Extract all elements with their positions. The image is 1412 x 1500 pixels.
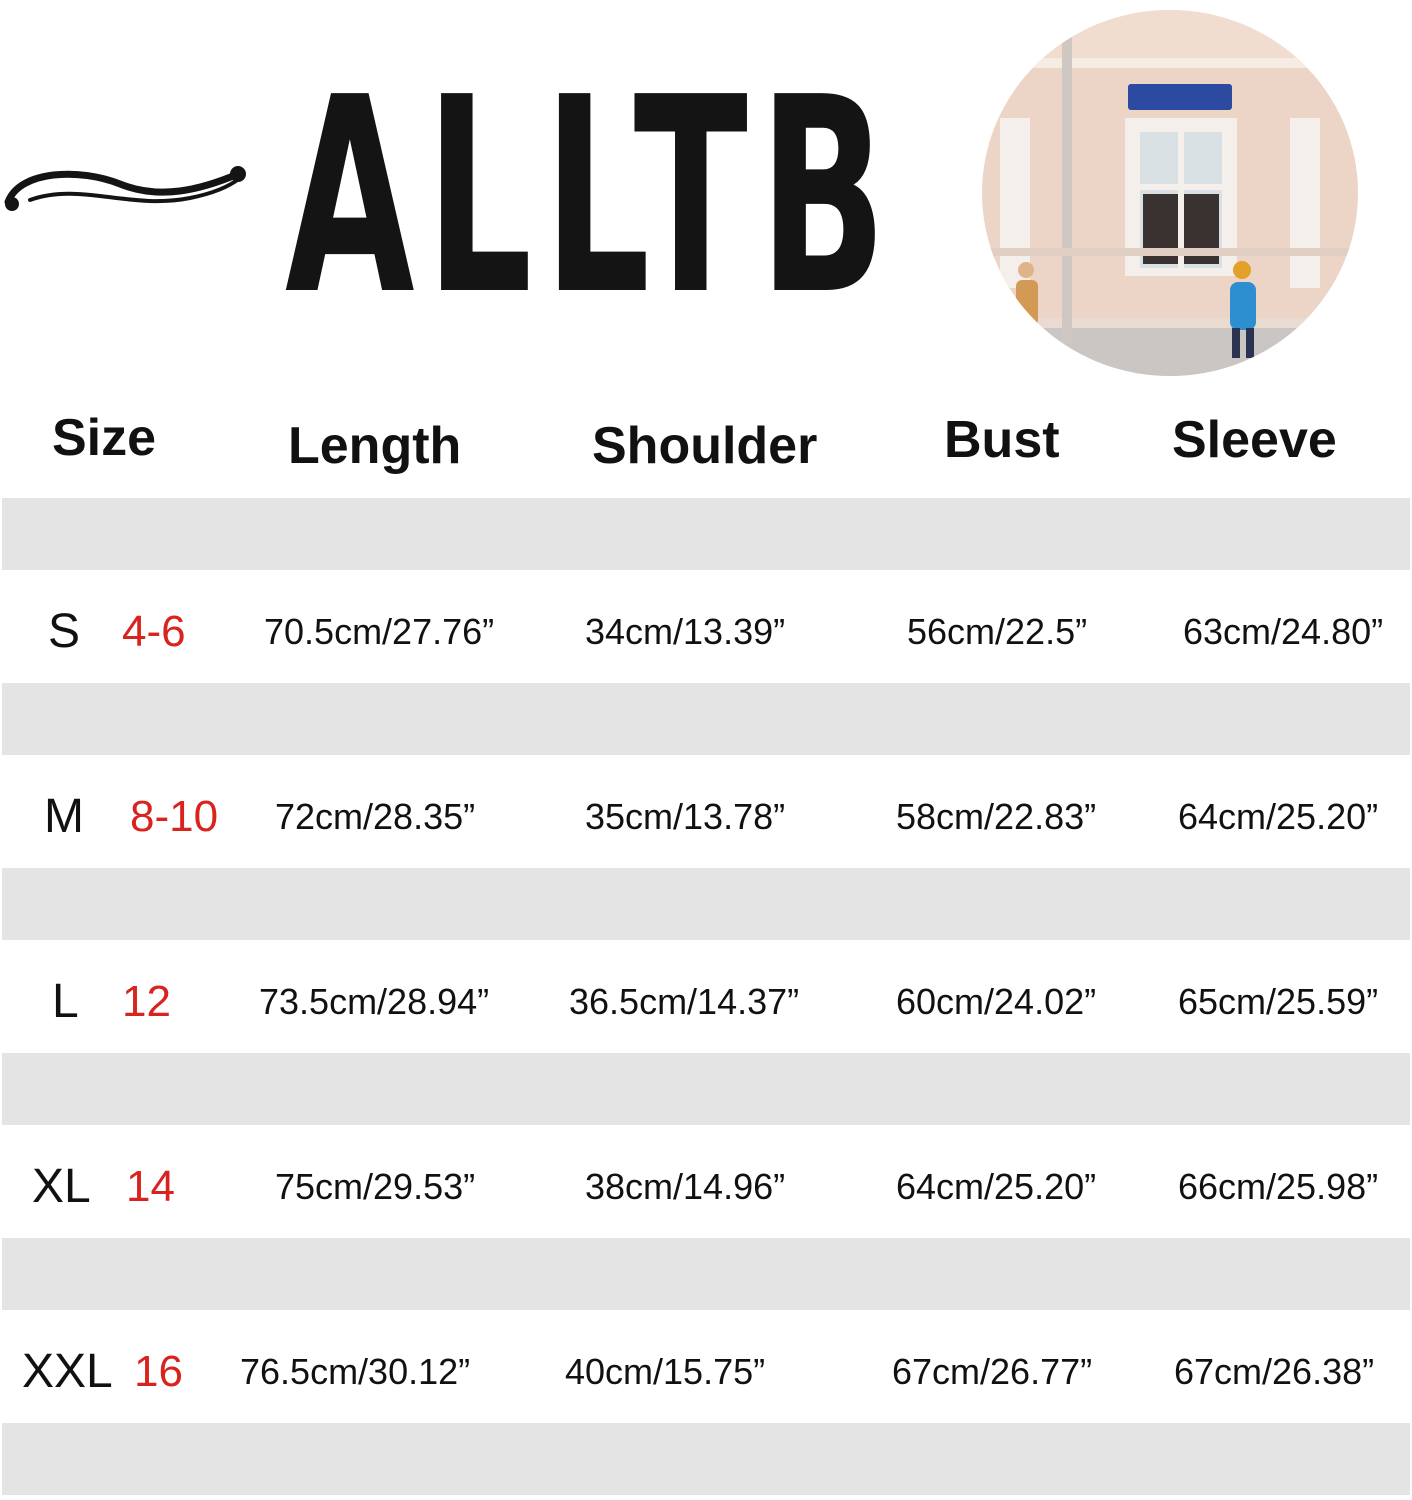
bust-value: 64cm/25.20” xyxy=(896,1166,1097,1207)
header-size: Size xyxy=(52,409,157,467)
sleeve-value: 67cm/26.38” xyxy=(1174,1351,1375,1392)
shoulder-value: 40cm/15.75” xyxy=(565,1351,766,1392)
length-value: 75cm/29.53” xyxy=(275,1166,476,1207)
sleeve-value: 64cm/25.20” xyxy=(1178,796,1379,837)
table-row: XXL 16 76.5cm/30.12” 40cm/15.75” 67cm/26… xyxy=(0,1317,1412,1427)
header-length: Length xyxy=(288,417,462,475)
sleeve-value: 63cm/24.80” xyxy=(1183,611,1384,652)
sleeve-value: 66cm/25.98” xyxy=(1178,1166,1379,1207)
size-code: M xyxy=(44,790,84,843)
table-stripe xyxy=(2,498,1410,570)
bust-value: 67cm/26.77” xyxy=(892,1351,1093,1392)
table-row: M 8-10 72cm/28.35” 35cm/13.78” 58cm/22.8… xyxy=(0,762,1412,872)
shoulder-value: 38cm/14.96” xyxy=(585,1166,786,1207)
us-size: 4-6 xyxy=(122,607,186,656)
shoulder-value: 36.5cm/14.37” xyxy=(569,981,800,1022)
header-shoulder: Shoulder xyxy=(592,417,818,475)
size-code: S xyxy=(48,605,81,658)
us-size: 8-10 xyxy=(130,792,219,841)
us-size: 16 xyxy=(134,1347,183,1396)
table-stripe xyxy=(2,1238,1410,1310)
table-row: L 12 73.5cm/28.94” 36.5cm/14.37” 60cm/24… xyxy=(0,947,1412,1057)
sleeve-value: 65cm/25.59” xyxy=(1178,981,1379,1022)
length-value: 73.5cm/28.94” xyxy=(259,981,490,1022)
table-stripe xyxy=(2,868,1410,940)
brand-logo: ALLTB xyxy=(285,39,898,354)
building-photo xyxy=(982,10,1358,376)
length-value: 70.5cm/27.76” xyxy=(264,611,495,652)
header-bust: Bust xyxy=(944,411,1060,469)
header-sleeve: Sleeve xyxy=(1172,411,1337,469)
bust-value: 58cm/22.83” xyxy=(896,796,1097,837)
table-row: XL 14 75cm/29.53” 38cm/14.96” 64cm/25.20… xyxy=(0,1132,1412,1242)
shoulder-value: 34cm/13.39” xyxy=(585,611,786,652)
table-stripe xyxy=(2,1423,1410,1495)
bust-value: 60cm/24.02” xyxy=(896,981,1097,1022)
length-value: 76.5cm/30.12” xyxy=(240,1351,471,1392)
table-row: S 4-6 70.5cm/27.76” 34cm/13.39” 56cm/22.… xyxy=(0,577,1412,687)
size-code: XL xyxy=(32,1160,91,1213)
us-size: 14 xyxy=(126,1162,175,1211)
table-stripe xyxy=(2,683,1410,755)
size-code: L xyxy=(52,975,79,1028)
length-value: 72cm/28.35” xyxy=(275,796,476,837)
table-stripe xyxy=(2,1053,1410,1125)
size-code: XXL xyxy=(22,1345,113,1398)
shoulder-value: 35cm/13.78” xyxy=(585,796,786,837)
us-size: 12 xyxy=(122,977,171,1026)
bust-value: 56cm/22.5” xyxy=(907,611,1088,652)
decorative-swash xyxy=(4,166,246,211)
